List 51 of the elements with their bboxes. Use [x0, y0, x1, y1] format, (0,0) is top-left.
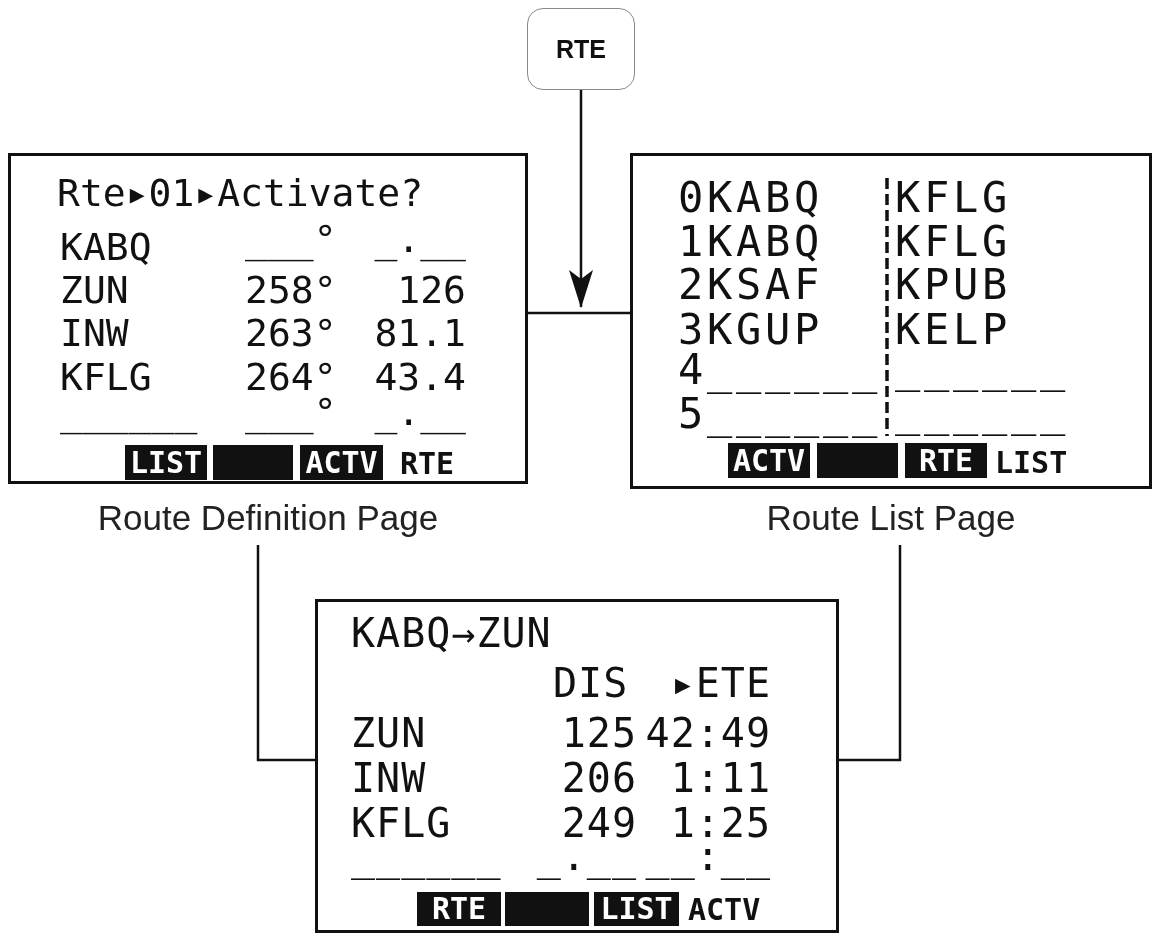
connector-line: [839, 545, 902, 762]
readout-value: 125: [561, 713, 637, 754]
readout-value: 81.1: [374, 313, 466, 352]
route-entry: 1KABQ: [678, 221, 823, 264]
waypoint-id: INW: [60, 313, 129, 352]
page-indicator: ACTV: [688, 894, 761, 925]
softkey: RTE: [417, 892, 501, 926]
softkey: ACTV: [300, 445, 383, 480]
readout-value: 42:49: [645, 713, 771, 754]
waypoint-id: KABQ: [60, 227, 152, 266]
waypoint-id: INW: [351, 758, 427, 799]
softkey: RTE: [905, 443, 987, 478]
route-entry: 2KSAF: [678, 264, 823, 307]
readout-value: 263°: [245, 313, 337, 352]
display-heading: Rte▸01▸Activate?: [57, 173, 424, 212]
page-caption: Route List Page: [766, 498, 1016, 539]
waypoint-id: KFLG: [351, 803, 452, 844]
placeholder-dashes: _.__: [374, 219, 466, 262]
placeholder-dashes: ___°: [245, 219, 337, 262]
route-entry: 3KGUP: [678, 309, 823, 352]
waypoint-id: ZUN: [351, 713, 427, 754]
readout-value: 249: [561, 803, 637, 844]
connector-line: [256, 545, 315, 762]
empty-route-entry: 4______: [678, 349, 881, 396]
softkey: LIST: [594, 892, 679, 926]
softkey: LIST: [125, 445, 207, 480]
softkey: ACTV: [728, 443, 810, 478]
arrow: [569, 90, 593, 308]
blank-softkey: [817, 443, 898, 478]
column-header: DIS: [553, 663, 629, 704]
readout-value: 258°: [245, 270, 337, 309]
waypoint-id: KPUB: [895, 264, 1011, 307]
page-indicator: LIST: [995, 447, 1068, 478]
waypoint-id: ZUN: [60, 270, 129, 309]
readout-value: 1:11: [670, 758, 771, 799]
lcd-screen: [315, 599, 839, 933]
waypoint-id: KFLG: [895, 221, 1011, 264]
key-button: RTE: [527, 8, 635, 90]
connector-line: [528, 311, 630, 315]
blank-softkey: [505, 892, 589, 926]
empty-route-entry: 5______: [678, 393, 881, 440]
readout-value: 1:25: [670, 803, 771, 844]
readout-value: 126: [397, 270, 466, 309]
page-caption: Route Definition Page: [97, 498, 439, 539]
blank-softkey: [213, 445, 293, 480]
page-indicator: RTE: [400, 448, 455, 479]
column-header: ▸ETE: [670, 663, 771, 704]
readout-value: 206: [561, 758, 637, 799]
display-heading: KABQ→ZUN: [351, 613, 552, 654]
waypoint-id: KFLG: [895, 177, 1011, 220]
route-entry: 0KABQ: [678, 177, 823, 220]
